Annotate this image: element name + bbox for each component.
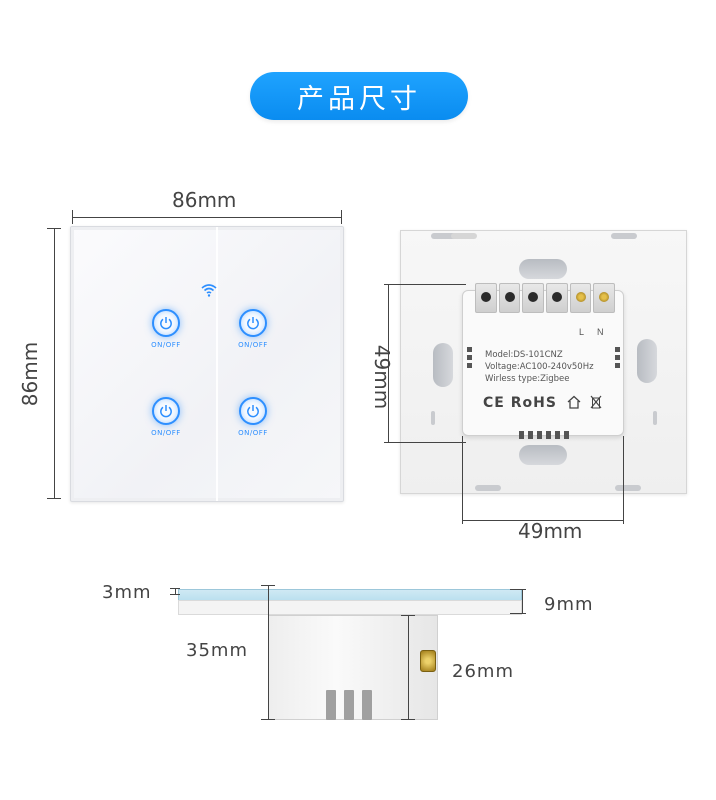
body-depth-tick-bottom (401, 719, 415, 720)
panel-thickness-tick-bottom (510, 613, 526, 614)
depth-label: 35mm (186, 640, 248, 661)
glass-reflection (216, 227, 218, 501)
front-height-dimension-line (54, 228, 55, 498)
module-vent-bottom (519, 431, 569, 439)
back-width-label: 49mm (518, 519, 583, 543)
switch-module: L N Model:DS-101CNZ Voltage:AC100-240v50… (462, 283, 624, 439)
wireless-text: Wirless type:Zigbee (485, 374, 570, 384)
back-width-left-guide (462, 436, 463, 524)
power-icon (247, 405, 259, 418)
glass-thickness-line (175, 588, 176, 595)
module-vent-left (467, 347, 472, 368)
front-height-tick-bottom (47, 498, 61, 499)
module-vent-right (615, 347, 620, 368)
side-vent-slot (344, 690, 354, 720)
clip-side-right (653, 411, 657, 425)
body-depth-label: 26mm (452, 661, 514, 682)
terminal-screw (569, 283, 592, 313)
section-title: 产品尺寸 (250, 72, 468, 120)
switch-button-4[interactable]: ON/OFF (228, 397, 278, 437)
back-height-top-guide (384, 284, 466, 285)
power-icon (160, 405, 172, 418)
back-width-dimension-line (462, 520, 624, 521)
body-depth-dimension-line (408, 615, 409, 720)
power-icon (247, 317, 259, 330)
glass-thickness-label: 3mm (102, 582, 152, 603)
model-text: Model:DS-101CNZ (485, 350, 563, 360)
clip-bottom-right (615, 485, 641, 491)
front-width-label: 86mm (172, 188, 237, 212)
terminal-label-l: L (579, 327, 585, 337)
depth-dimension-line (268, 585, 269, 720)
depth-tick-bottom (261, 719, 275, 720)
front-height-tick-top (47, 228, 61, 229)
voltage-text: Voltage:AC100-240v50Hz (485, 362, 594, 372)
switch-button-2[interactable]: ON/OFF (228, 309, 278, 349)
front-height-label: 86mm (18, 341, 43, 407)
switch-button-1[interactable]: ON/OFF (141, 309, 191, 349)
button-label: ON/OFF (151, 341, 181, 349)
panel-thickness-line (522, 589, 523, 613)
terminal-screw (498, 283, 521, 313)
clip-top-mid (451, 233, 477, 239)
terminal-screw (593, 283, 616, 313)
front-width-tick-left (72, 210, 73, 224)
mount-slot-top (519, 259, 567, 279)
weee-bin-icon (590, 395, 602, 409)
home-icon (567, 395, 581, 409)
clip-side-left (431, 411, 435, 425)
button-label: ON/OFF (238, 341, 268, 349)
button-label: ON/OFF (238, 429, 268, 437)
switch-button-3[interactable]: ON/OFF (141, 397, 191, 437)
back-width-right-guide (623, 436, 624, 524)
back-height-bottom-guide (384, 442, 466, 443)
panel-thickness-tick-top (510, 589, 526, 590)
depth-tick-top (261, 585, 275, 586)
terminal-screw (546, 283, 568, 313)
body-depth-tick-top (401, 615, 415, 616)
front-width-dimension-line (72, 217, 342, 218)
clip-bottom-left (475, 485, 501, 491)
power-icon (160, 317, 172, 330)
terminal-label-n: N (597, 327, 604, 337)
terminal-screw (522, 283, 545, 313)
front-width-tick-right (341, 210, 342, 224)
clip-top-right (611, 233, 637, 239)
side-vent-slot (326, 690, 336, 720)
clip-top-left (431, 233, 457, 239)
side-terminal-screw (420, 650, 436, 672)
certification-marks: CE RoHS (483, 395, 602, 411)
side-frame-layer (178, 600, 522, 615)
switch-front-panel: ON/OFF ON/OFF ON/OFF ON/OFF (70, 226, 344, 502)
back-height-dimension-line (388, 284, 389, 442)
mount-slot-bottom (519, 445, 567, 465)
module-spec-text: Model:DS-101CNZ Voltage:AC100-240v50Hz W… (485, 349, 594, 385)
back-height-label: 49mm (370, 344, 395, 410)
terminal-screw (475, 283, 497, 313)
mount-slot-left (433, 343, 453, 387)
cert-text: CE RoHS (483, 395, 557, 411)
wifi-icon (201, 284, 217, 297)
side-vent-slot (362, 690, 372, 720)
mount-slot-right (637, 339, 657, 383)
panel-thickness-label: 9mm (544, 594, 594, 615)
button-label: ON/OFF (151, 429, 181, 437)
terminal-block (475, 283, 616, 313)
